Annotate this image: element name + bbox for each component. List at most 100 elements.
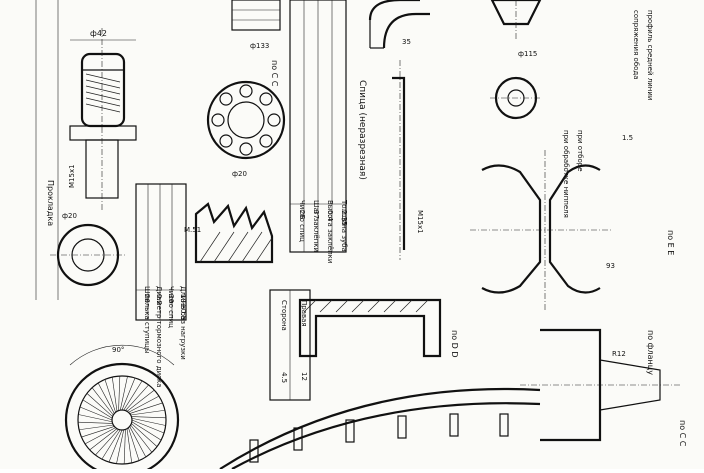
rear-table: Сторона Правая 4.5 12 <box>269 289 311 401</box>
sprocket-teeth: M.51 <box>184 202 274 264</box>
table-cell: 0.2 <box>155 294 163 305</box>
table-cell: Высота заклёпки <box>326 200 334 263</box>
wheel-spoke <box>101 429 121 460</box>
dim-label: 93 <box>606 262 615 270</box>
table-cell: Длина без нагрузки <box>179 286 187 360</box>
dim-label: M15x1 <box>416 210 424 234</box>
left-table: Шпилька ступицы Диаметр тормозного диска… <box>135 183 187 388</box>
wheel-spoke <box>125 384 149 411</box>
rim-arc <box>219 387 541 470</box>
axle-hub: по фланцу по С С R12 <box>520 328 687 447</box>
dim-label: 1.5 <box>622 134 633 142</box>
wheel-spoke <box>123 380 143 411</box>
wheel-spoke <box>118 376 121 411</box>
table-cell: Диаметр тормозного диска <box>155 286 163 388</box>
spoke-title: Спица (неразрезная) <box>357 80 367 180</box>
wheel-spoke <box>78 414 113 423</box>
wheel-spoke <box>131 423 158 447</box>
nipple-part: ф42 M15x1 <box>68 28 137 210</box>
wheel-spoke <box>91 387 114 416</box>
table-cell: 12 <box>300 372 308 381</box>
wheel-spoke <box>129 426 147 458</box>
table-cell: 4.5 <box>280 372 288 383</box>
wheel-spoke <box>89 428 118 451</box>
wheel-spoke <box>130 409 165 416</box>
rim-profile-middle: по D D <box>298 298 459 358</box>
note-text: при отборе <box>576 130 584 172</box>
table-cell: Правая <box>300 300 308 327</box>
wheel-spoke <box>84 427 116 445</box>
wheel-spoke <box>78 421 113 424</box>
nipple-ring: ф115 <box>490 50 542 120</box>
spoke-note: по С С Спица (неразрезная) <box>270 60 367 180</box>
dim-label: 90° <box>112 346 124 354</box>
note-text: при обработке ниппеля <box>562 130 570 218</box>
table-cell: 36 <box>167 294 175 303</box>
wheel-spoke <box>126 389 155 412</box>
table-cell: Толщина зуба <box>340 199 348 252</box>
flange-part: ф20 <box>50 212 126 287</box>
wheel-spoke <box>81 426 115 438</box>
wheel-spoke <box>131 417 166 426</box>
wheel-spoke <box>121 377 136 411</box>
wheel-spoke <box>111 377 118 412</box>
wheel-spoke <box>108 429 123 463</box>
section-label: по С С <box>270 60 279 87</box>
dim-label: ф20 <box>62 212 77 220</box>
table-cell: 0.4 <box>326 210 334 222</box>
table-cell: 37 <box>312 210 320 219</box>
wheel-spoke <box>86 393 113 417</box>
dim-label: ф42 <box>90 29 107 38</box>
table-cell: Сторона <box>280 300 288 331</box>
wheel-spoke <box>130 424 153 453</box>
wheel-spoke <box>79 424 114 431</box>
valve-cone <box>490 0 542 40</box>
spoke-rod: M15x1 <box>392 60 424 260</box>
spokes-table: Число спиц Шаг заклёпки Высота заклёпки … <box>289 0 348 263</box>
table-cell: Число спиц <box>298 200 306 242</box>
section-label: по E E <box>666 230 675 255</box>
ball-bearing: ф20 <box>206 80 286 178</box>
dim-label: ф20 <box>232 170 247 178</box>
note-text: сопряжения обода <box>632 10 640 80</box>
wheel-spoke <box>129 402 163 414</box>
fig-mark: M.51 <box>184 226 201 234</box>
table-cell: 13±0.5 <box>179 294 187 320</box>
dim-label: M15x1 <box>68 164 76 188</box>
wheel-spoke <box>128 427 140 461</box>
table-cell: Шпилька ступицы <box>143 286 151 353</box>
wheel-spoke <box>126 428 133 463</box>
right-notes: профиль средней линии сопряжения обода п… <box>562 10 654 218</box>
section-label: Прокладка <box>46 180 55 226</box>
bent-tube: 35 <box>368 0 430 49</box>
table-cell: Число спиц <box>167 286 175 328</box>
wheel-spoke <box>131 421 162 441</box>
wheel-spoke <box>131 416 166 419</box>
table-cell: 26 <box>143 294 151 303</box>
wheel-spoke <box>128 395 160 413</box>
section-label: по С С <box>678 420 687 447</box>
section-label: по D D <box>450 330 459 358</box>
screw-part: ф133 <box>231 0 281 50</box>
note-text: профиль средней линии <box>646 10 654 100</box>
wheel-spoke <box>123 429 126 464</box>
table-cell: 2.35 <box>340 210 348 226</box>
wheel-view: 90° <box>64 344 180 473</box>
section-label: по фланцу <box>646 330 655 375</box>
table-cell: 2Б <box>298 210 306 219</box>
dim-label: ф115 <box>518 50 537 58</box>
wheel-spoke <box>104 379 116 413</box>
wheel-spoke <box>95 429 119 456</box>
dim-label: ф133 <box>250 42 269 50</box>
wheel-spoke <box>119 376 128 411</box>
rim-cross-section: 93 1.5 по E E <box>470 134 675 310</box>
table-cell: Шаг заклёпки <box>312 200 320 252</box>
dim-label: R12 <box>612 350 626 358</box>
wheel-spoke <box>82 399 113 419</box>
wheel-spoke <box>97 382 115 414</box>
dim-label: 35 <box>402 38 411 46</box>
wheel-spoke <box>116 429 125 464</box>
wheel-spoke <box>131 419 165 434</box>
